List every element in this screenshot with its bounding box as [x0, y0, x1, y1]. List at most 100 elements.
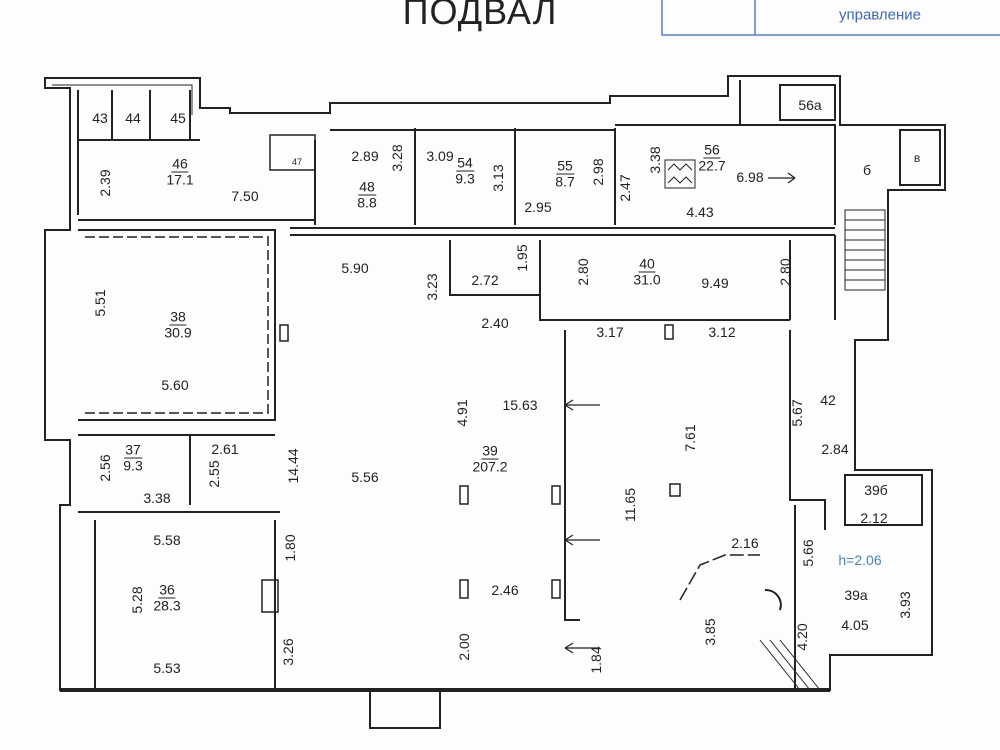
dimension: 2.55 — [206, 460, 222, 488]
room-39b: 39б — [864, 482, 888, 498]
dimension: 4.91 — [454, 399, 470, 427]
room-area: 30.9 — [164, 324, 192, 341]
room-56a: 56а — [798, 97, 822, 113]
dimension: 3.93 — [897, 591, 913, 619]
dimension: 2.40 — [481, 315, 509, 331]
dimension: 2.80 — [575, 258, 591, 286]
dimension: 5.28 — [129, 586, 145, 614]
room-43: 43 — [92, 110, 108, 126]
dimension: 3.26 — [280, 638, 296, 666]
room-area: 28.3 — [153, 597, 181, 614]
interior-walls — [60, 80, 923, 729]
dimension: 7.50 — [231, 188, 259, 204]
dimension: 2.12 — [860, 510, 888, 526]
dimension: 11.65 — [622, 488, 638, 522]
stamp-box — [661, 0, 1000, 36]
dimension: 4.43 — [686, 204, 714, 220]
dimension: 3.12 — [708, 324, 736, 340]
room-42: 42 — [820, 392, 836, 408]
room-number: 40 — [638, 255, 656, 273]
room-number: 56 — [703, 141, 721, 159]
room-area: 9.3 — [123, 457, 143, 474]
ceiling-height-note: h=2.06 — [838, 552, 882, 568]
dimension: 4.20 — [794, 623, 810, 651]
room-39a: 39а — [844, 587, 868, 603]
dimension: 3.13 — [490, 164, 506, 192]
dimension: 6.98 — [736, 169, 764, 185]
dimension: 5.66 — [800, 539, 816, 567]
dimension: 1.84 — [588, 646, 604, 674]
dimension: 14.44 — [285, 448, 301, 484]
room-area: 17.1 — [166, 171, 194, 188]
room-number: 36 — [158, 581, 176, 599]
room-area: 207.2 — [472, 458, 508, 475]
dimension: 2.46 — [491, 582, 519, 598]
staircase — [844, 209, 886, 291]
dimension: 5.56 — [351, 469, 379, 485]
dimension: 3.28 — [389, 144, 405, 172]
dimension: 3.38 — [647, 146, 663, 174]
dimension: 4.05 — [841, 617, 869, 633]
room-number: 39 — [481, 442, 499, 460]
room-45: 45 — [170, 110, 186, 126]
room-area: 22.7 — [698, 157, 726, 174]
dimension: 5.51 — [92, 289, 108, 317]
dimension: 2.84 — [821, 441, 849, 457]
dimension: 2.89 — [351, 148, 379, 164]
stamp-text: управление — [838, 6, 922, 24]
room-44: 44 — [125, 110, 141, 126]
dimension: 2.95 — [524, 199, 552, 215]
dimension: 5.90 — [341, 260, 369, 276]
room-number: 46 — [171, 155, 189, 173]
dimension: 1.95 — [514, 244, 530, 272]
room-number: 37 — [124, 441, 142, 459]
dimension: 3.23 — [424, 273, 440, 301]
dimension: 2.47 — [617, 174, 633, 202]
room-number: 38 — [169, 308, 187, 326]
room-v: в — [913, 151, 921, 165]
dimension: 5.53 — [153, 660, 181, 676]
dimension: 5.67 — [789, 399, 805, 427]
room-number: 55 — [556, 157, 574, 175]
dimension: 3.38 — [143, 490, 171, 506]
door-arrows — [564, 172, 796, 654]
room-area: 8.7 — [555, 173, 575, 190]
dimension: 3.85 — [702, 618, 718, 646]
dimension: 5.58 — [153, 532, 181, 548]
dimension: 2.72 — [471, 272, 499, 288]
dimension: 2.16 — [731, 535, 759, 551]
dimension: 5.60 — [161, 377, 189, 393]
dimension: 1.80 — [282, 534, 298, 562]
room-number: 54 — [456, 154, 474, 172]
room-area: 9.3 — [455, 170, 475, 187]
dimension: 2.80 — [777, 258, 793, 286]
dimension: 7.61 — [682, 424, 698, 452]
room-47: 47 — [291, 157, 303, 167]
dimension: 3.09 — [426, 148, 454, 164]
dimension: 2.56 — [97, 454, 113, 482]
radiator-icon — [664, 159, 696, 189]
room-area: 8.8 — [357, 194, 377, 211]
dimension: 15.63 — [502, 397, 538, 413]
room-b: б — [862, 162, 872, 178]
dimension: 2.00 — [456, 633, 472, 661]
columns — [261, 324, 681, 613]
room-area: 31.0 — [633, 271, 661, 288]
room-number: 48 — [358, 178, 376, 196]
dimension: 2.39 — [97, 169, 113, 197]
exterior-walls — [44, 75, 946, 691]
dimension: 2.61 — [211, 441, 239, 457]
dimension: 9.49 — [701, 275, 729, 291]
